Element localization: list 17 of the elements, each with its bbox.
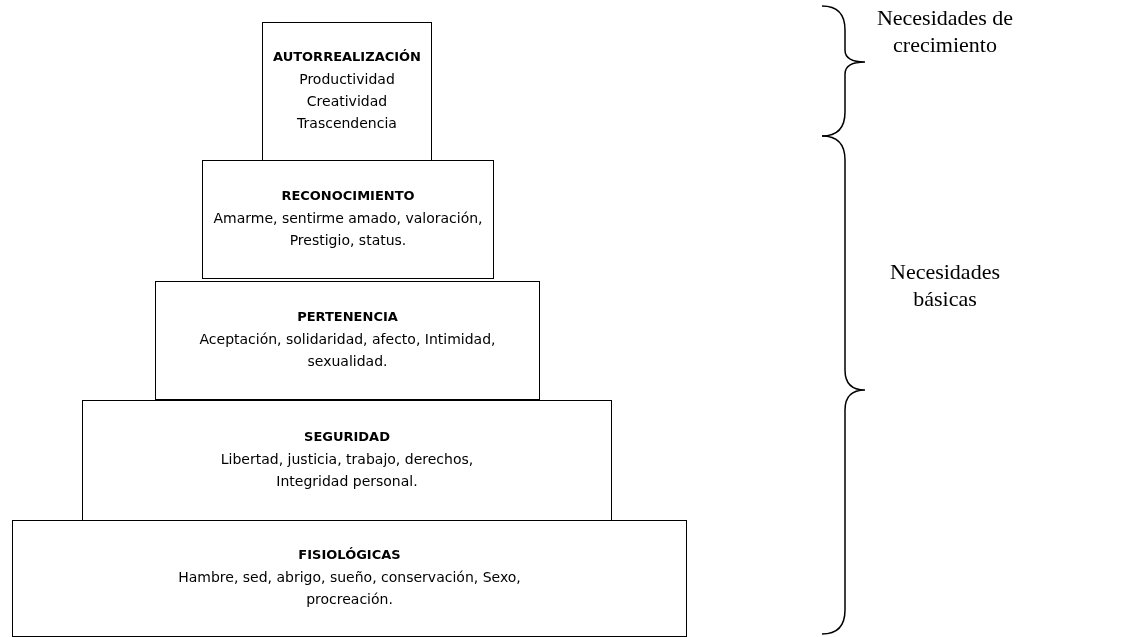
level-description: Aceptación, solidaridad, afecto, Intimidad, sexualidad. [198, 330, 497, 371]
brace-label: Necesidades de crecimiento [875, 4, 1015, 58]
level-heading: RECONOCIMIENTO [281, 188, 415, 203]
pyramid-level [155, 281, 540, 400]
pyramid-level [262, 22, 432, 161]
level-description: Hambre, sed, abrigo, sueño, conservación, Sexo, procreación. [177, 568, 522, 609]
pyramid-level [12, 520, 687, 637]
level-heading: AUTORREALIZACIÓN [273, 49, 421, 64]
pyramid-level [82, 400, 612, 521]
pyramid-level [202, 160, 494, 279]
level-description: Libertad, justicia, trabajo, derechos, Integridad personal. [219, 450, 475, 491]
level-heading: PERTENENCIA [297, 309, 398, 324]
level-heading: FISIOLÓGICAS [298, 547, 401, 562]
level-description: Productividad Creatividad Trascendencia [296, 70, 398, 133]
level-heading: SEGURIDAD [304, 429, 390, 444]
brace-label: Necesidades básicas [889, 258, 1001, 312]
level-description: Amarme, sentirme amado, valoración, Prestigio, status. [212, 209, 484, 250]
